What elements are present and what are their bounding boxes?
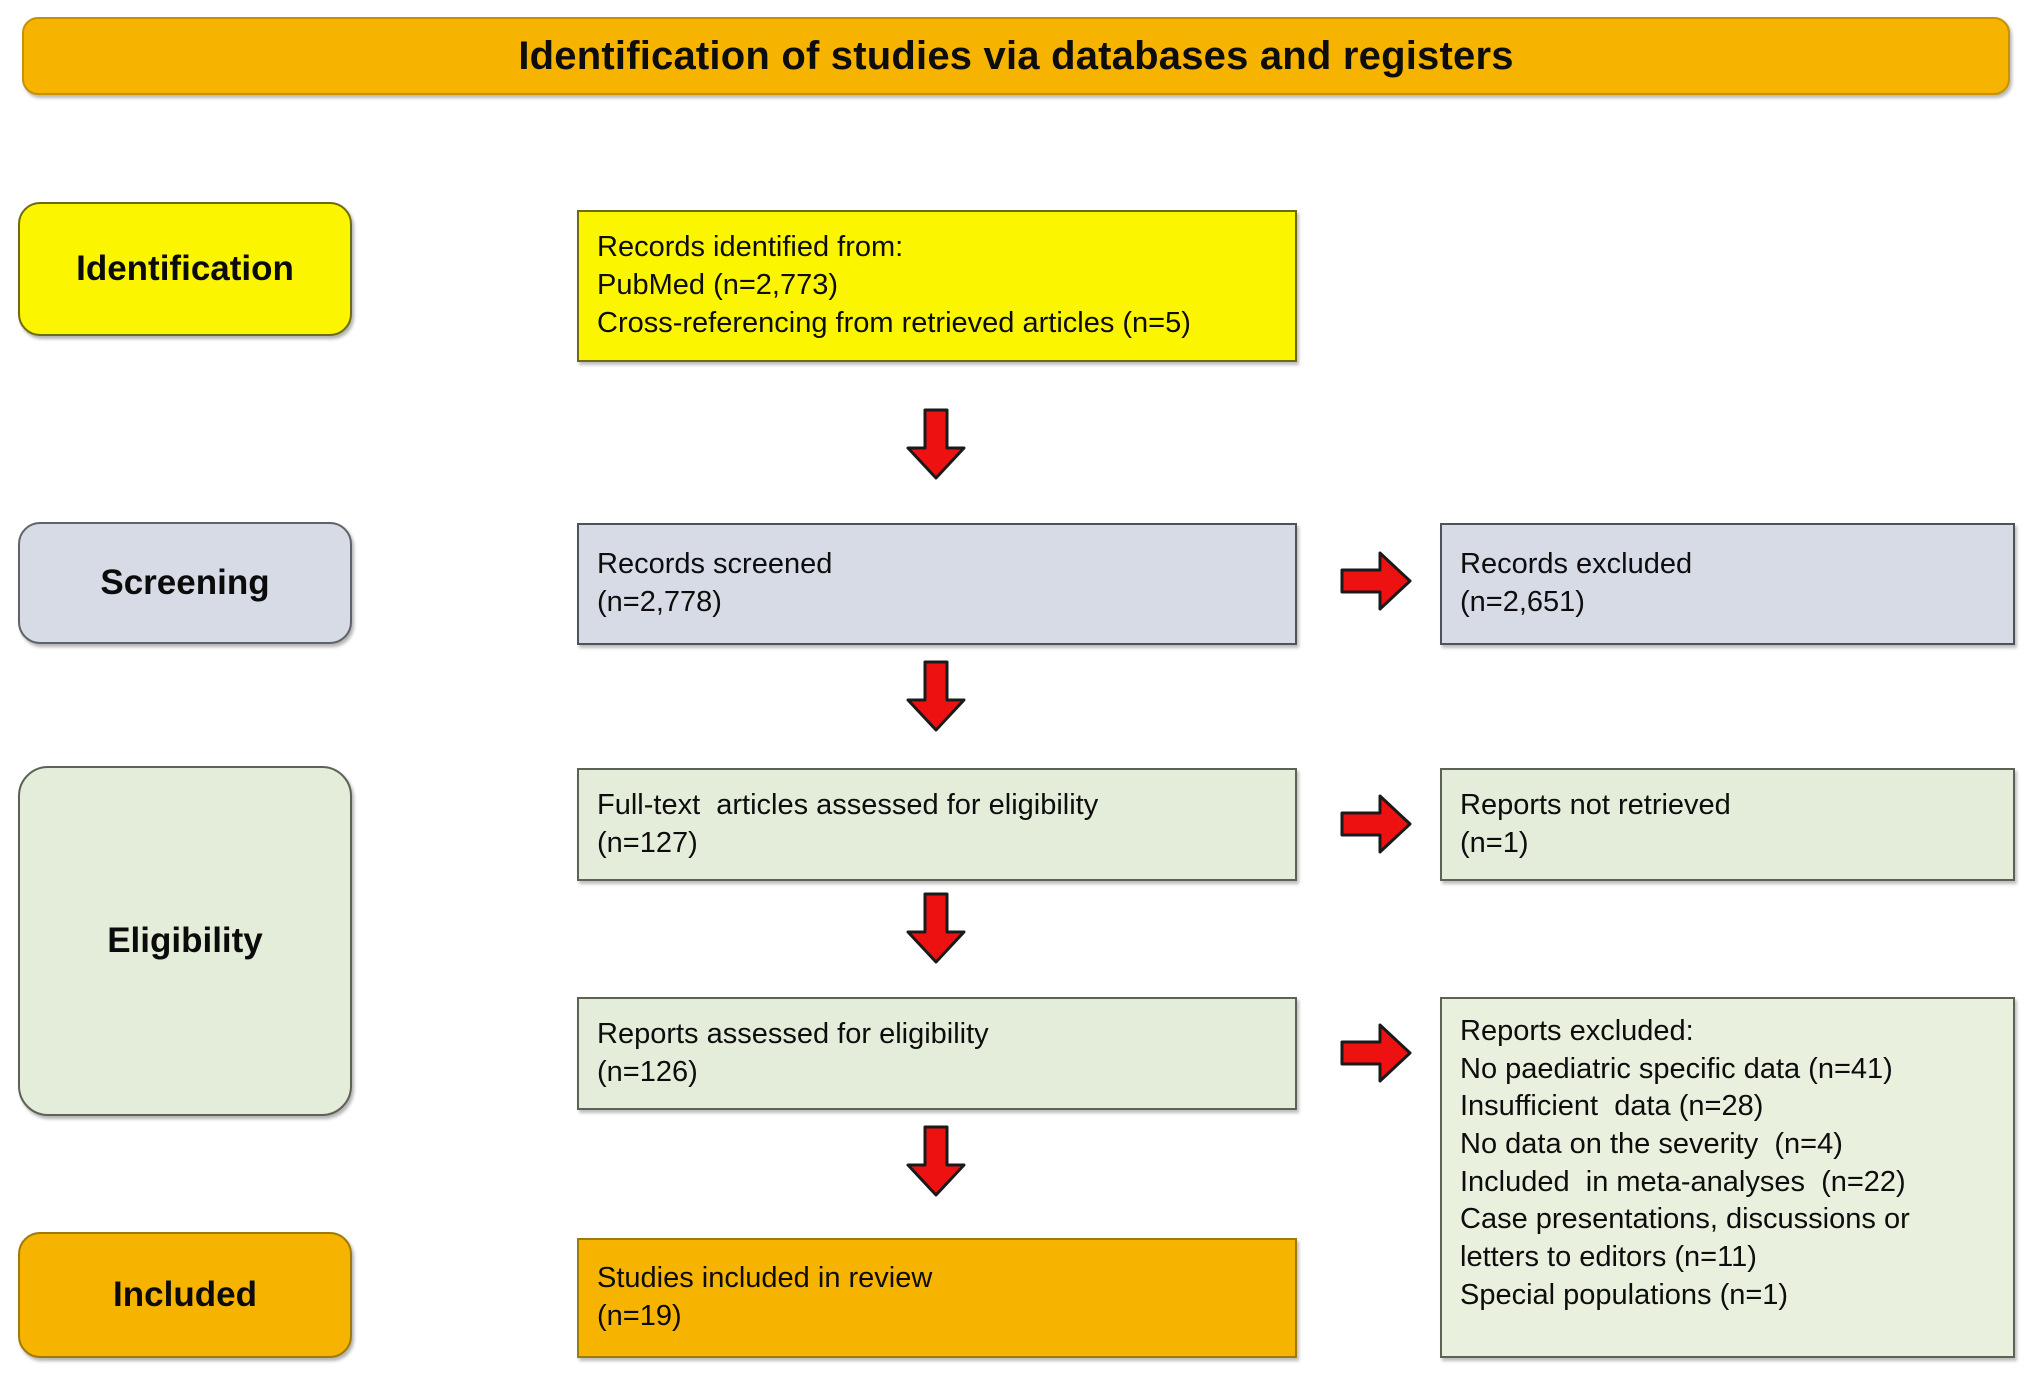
box-studies-included: Studies included in review (n=19) — [577, 1238, 1297, 1358]
stage-label-identification: Identification — [18, 202, 352, 336]
box-fulltext-articles-assessed-line-1: Full-text articles assessed for eligibil… — [597, 788, 1099, 821]
box-reports-assessed: Reports assessed for eligibility (n=126) — [577, 997, 1297, 1110]
box-reports-not-retrieved: Reports not retrieved (n=1) — [1440, 768, 2015, 881]
box-records-excluded-line-2: (n=2,651) — [1460, 586, 1585, 618]
arrow-right-icon — [1340, 793, 1412, 855]
box-reports-excluded-line-3: Insufficient data (n=28) — [1460, 1090, 1764, 1123]
box-records-screened: Records screened (n=2,778) — [577, 523, 1297, 645]
box-reports-excluded-line-1: Reports excluded: — [1460, 1015, 1694, 1047]
stage-label-included: Included — [18, 1232, 352, 1358]
stage-label-screening-text: Screening — [100, 562, 270, 602]
box-reports-excluded-line-2: No paediatric specific data (n=41) — [1460, 1052, 1893, 1085]
box-records-identified: Records identified from: PubMed (n=2,773… — [577, 210, 1297, 362]
arrow-down-icon — [905, 408, 967, 480]
box-records-identified-line-2: PubMed (n=2,773) — [597, 269, 839, 302]
box-fulltext-articles-assessed: Full-text articles assessed for eligibil… — [577, 768, 1297, 881]
arrow-down-icon — [905, 892, 967, 964]
box-records-excluded: Records excluded (n=2,651) — [1440, 523, 2015, 645]
box-studies-included-line-1: Studies included in review — [597, 1262, 933, 1295]
box-records-screened-line-1: Records screened — [597, 548, 833, 581]
box-records-screened-line-2: (n=2,778) — [597, 586, 722, 618]
box-reports-not-retrieved-line-1: Reports not retrieved — [1460, 788, 1731, 821]
stage-label-identification-text: Identification — [76, 248, 294, 288]
stage-label-eligibility: Eligibility — [18, 766, 352, 1116]
stage-label-screening: Screening — [18, 522, 352, 644]
box-reports-assessed-line-1: Reports assessed for eligibility — [597, 1017, 989, 1050]
arrow-down-icon — [905, 660, 967, 732]
box-studies-included-line-2: (n=19) — [597, 1300, 682, 1332]
box-reports-not-retrieved-line-2: (n=1) — [1460, 826, 1529, 859]
box-records-identified-line-1: Records identified from: — [597, 231, 904, 264]
arrow-right-icon — [1340, 550, 1412, 612]
header-banner: Identification of studies via databases … — [22, 17, 2010, 95]
stage-label-eligibility-text: Eligibility — [107, 920, 263, 960]
box-reports-excluded-line-6: Case presentations, discussions or — [1460, 1203, 1910, 1236]
stage-label-included-text: Included — [113, 1274, 257, 1314]
box-reports-excluded-line-8: Special populations (n=1) — [1460, 1278, 1789, 1311]
box-reports-excluded-line-7: letters to editors (n=11) — [1460, 1241, 1757, 1274]
box-reports-excluded: Reports excluded: No paediatric specific… — [1440, 997, 2015, 1358]
box-reports-excluded-line-5: Included in meta-analyses (n=22) — [1460, 1165, 1906, 1198]
box-reports-excluded-line-4: No data on the severity (n=4) — [1460, 1128, 1843, 1161]
page-title: Identification of studies via databases … — [518, 33, 1514, 78]
arrow-down-icon — [905, 1125, 967, 1197]
box-records-identified-line-3: Cross-referencing from retrieved article… — [597, 306, 1191, 339]
arrow-right-icon — [1340, 1022, 1412, 1084]
box-reports-assessed-line-2: (n=126) — [597, 1055, 698, 1088]
box-records-excluded-line-1: Records excluded — [1460, 548, 1693, 581]
box-fulltext-articles-assessed-line-2: (n=127) — [597, 826, 698, 859]
